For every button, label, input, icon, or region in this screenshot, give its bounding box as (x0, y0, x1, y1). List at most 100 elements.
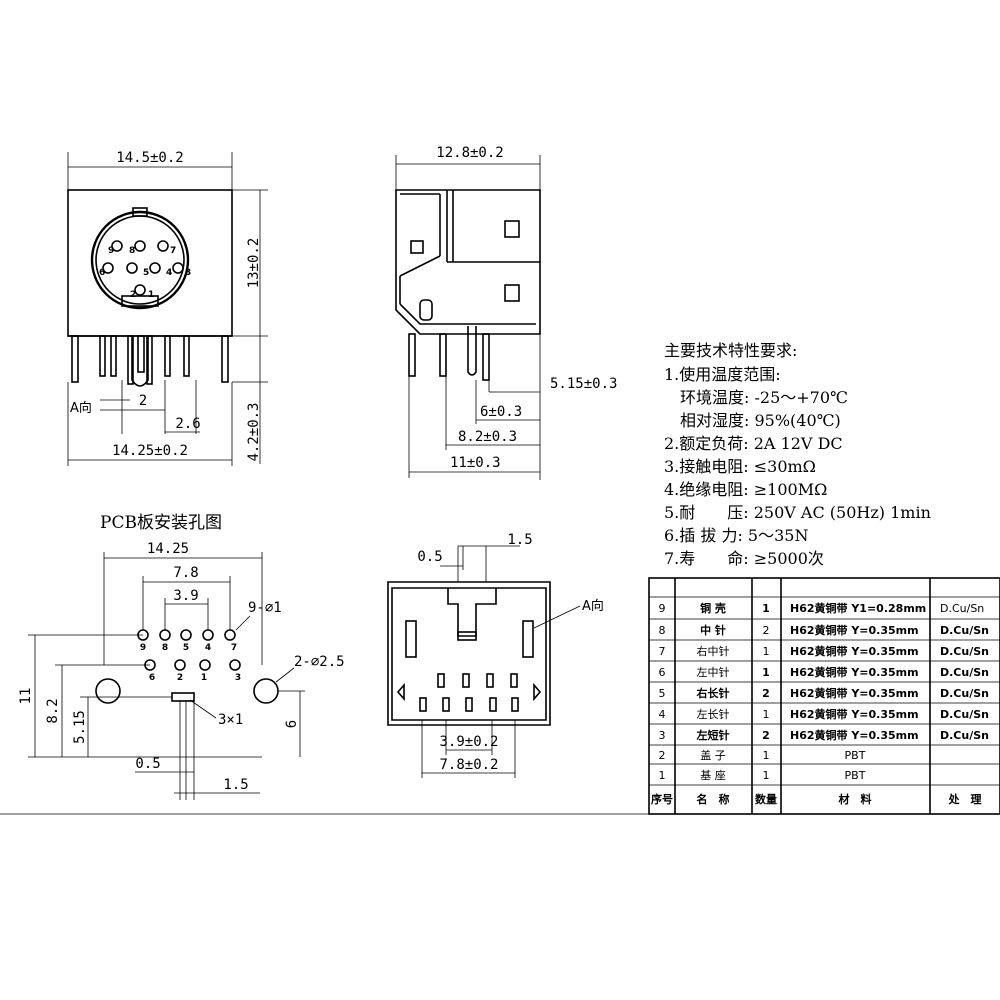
pcb-height-6: 6 (284, 720, 300, 728)
row-qty: 2 (763, 624, 770, 637)
table-row: 5 右长针 2 H62黄铜带 Y=0.35mm D.Cu/Sn (659, 686, 989, 700)
row-material: H62黄铜带 Y=0.35mm (790, 623, 919, 637)
front-direction-label: A向 (70, 400, 92, 416)
pcb-slot-label: 3×1 (218, 712, 243, 728)
spec-block: 主要技术特性要求: 1.使用温度范围: 环境温度: -25～+70℃ 相对湿度:… (664, 341, 931, 568)
pcb-width-dim: 14.25 (147, 541, 189, 557)
row-qty: 2 (762, 729, 770, 742)
table-row: 4 左长针 1 H62黄铜带 Y=0.35mm D.Cu/Sn (659, 707, 989, 721)
header-name: 名 称 (697, 792, 730, 806)
table-row: 7 右中针 1 H62黄铜带 Y=0.35mm D.Cu/Sn (659, 644, 989, 658)
table-row: 9 铜 壳 1 H62黄铜带 Y1=0.28mm D.Cu/Sn (659, 601, 985, 615)
spec-heading: 主要技术特性要求: (664, 341, 797, 360)
side-dim-515: 5.15±0.3 (550, 376, 617, 392)
row-finish: D.Cu/Sn (940, 602, 984, 615)
header-finish: 处 理 (948, 792, 982, 806)
side-depth-dim: 12.8±0.2 (436, 145, 503, 161)
pcb-hole-label-9: 9 (140, 643, 146, 653)
pcb-span-78: 7.8 (173, 565, 198, 581)
table-row: 1 基 座 1 PBT (659, 768, 866, 782)
spec-line-7: 5.耐 压: 250V AC (50Hz) 1min (664, 503, 931, 522)
bottom-dim-05: 0.5 (417, 549, 442, 565)
pin-num-3: 3 (185, 268, 191, 278)
pin-num-2: 2 (130, 290, 136, 300)
front-height-dim: 13±0.2 (246, 238, 262, 289)
pcb-holes (95, 629, 279, 704)
pcb-hole-label-1: 1 (201, 673, 207, 683)
row-finish: D.Cu/Sn (940, 687, 989, 700)
pcb-dim-15: 1.5 (223, 777, 248, 793)
pin-num-7: 7 (170, 246, 176, 256)
bottom-dim-15: 1.5 (507, 532, 532, 548)
row-name: 左短针 (696, 728, 730, 742)
header-qty: 数量 (755, 792, 777, 806)
row-qty: 1 (763, 769, 770, 782)
table-header: 序号 名 称 数量 材 料 处 理 (651, 792, 982, 806)
row-material: H62黄铜带 Y=0.35mm (790, 728, 919, 742)
front-width-top-dim: 14.5±0.2 (116, 150, 183, 166)
pcb-height-11: 11 (18, 688, 34, 705)
row-qty: 2 (762, 687, 770, 700)
side-dim-11: 11±0.3 (450, 455, 501, 471)
row-no: 1 (659, 769, 666, 782)
pcb-hole-small-label: 9-⌀1 (248, 600, 282, 616)
pcb-height-515: 5.15 (72, 710, 88, 744)
row-name: 右中针 (697, 644, 730, 658)
row-no: 8 (659, 624, 666, 637)
row-material: H62黄铜带 Y=0.35mm (790, 707, 919, 721)
row-no: 7 (659, 645, 666, 658)
row-material: PBT (845, 769, 866, 782)
front-pins (102, 240, 184, 307)
pcb-hole-label-2: 2 (177, 673, 183, 683)
row-material: H62黄铜带 Y=0.35mm (790, 644, 919, 658)
side-view: 12.8±0.2 5.15±0.3 6±0.3 8.2±0.3 11±0.3 (395, 145, 617, 480)
bottom-view: 0.5 1.5 A向 3.9±0.2 7. (387, 532, 604, 778)
table-row: 3 左短针 2 H62黄铜带 Y=0.35mm D.Cu/Sn (659, 728, 989, 742)
spec-line-8: 6.插 拔 力: 5～35N (664, 526, 808, 545)
front-pin-spacing-a: 2 (139, 393, 147, 409)
row-name: 左长针 (697, 707, 730, 721)
front-leg-length-dim: 4.2±0.3 (246, 402, 262, 461)
row-name: 基 座 (700, 768, 726, 782)
row-name: 左中针 (697, 665, 730, 679)
pcb-layout: PCB板安装孔图 14.25 7.8 3.9 9-⌀1 9 8 5 4 7 6 … (18, 513, 345, 800)
spec-line-5: 3.接触电阻: ≤30mΩ (664, 457, 816, 476)
bottom-direction-label: A向 (582, 598, 604, 614)
row-name: 中 针 (700, 623, 726, 637)
parts-table: 9 铜 壳 1 H62黄铜带 Y1=0.28mm D.Cu/Sn 8 中 针 2… (0, 577, 1000, 815)
pcb-hole-label-3: 3 (235, 673, 241, 683)
pin-num-9: 9 (108, 246, 114, 256)
row-qty: 1 (763, 645, 770, 658)
header-material: 材 料 (839, 792, 872, 806)
pcb-hole-label-4: 4 (205, 643, 211, 653)
header-no: 序号 (651, 792, 673, 806)
row-name: 盖 子 (700, 748, 726, 762)
pcb-span-39: 3.9 (173, 588, 198, 604)
row-finish: D.Cu/Sn (940, 666, 989, 679)
row-no: 4 (659, 708, 666, 721)
bottom-pins (419, 673, 519, 712)
row-no: 5 (659, 687, 666, 700)
pcb-hole-label-8: 8 (162, 643, 168, 653)
front-legs (71, 335, 229, 387)
spec-line-9: 7.寿 命: ≥5000次 (664, 549, 824, 568)
pcb-hole-label-5: 5 (183, 643, 189, 653)
spec-line-6: 4.绝缘电阻: ≥100MΩ (664, 480, 827, 499)
row-qty: 1 (763, 708, 770, 721)
front-pin-spacing-b: 2.6 (175, 416, 200, 432)
row-no: 9 (659, 602, 666, 615)
pcb-dim-05: 0.5 (135, 756, 160, 772)
spec-line-1: 1.使用温度范围: (664, 365, 781, 384)
spec-line-4: 2.额定负荷: 2A 12V DC (664, 434, 843, 453)
row-finish: D.Cu/Sn (940, 645, 989, 658)
bottom-dim-78: 7.8±0.2 (439, 757, 498, 773)
row-finish: D.Cu/Sn (940, 708, 989, 721)
side-dim-82: 8.2±0.3 (458, 429, 517, 445)
front-view: 14.5±0.2 9 8 7 6 5 4 3 2 1 (67, 150, 268, 466)
table-row: 8 中 针 2 H62黄铜带 Y=0.35mm D.Cu/Sn (659, 623, 989, 637)
pin-num-8: 8 (129, 246, 135, 256)
row-material: H62黄铜带 Y=0.35mm (790, 686, 919, 700)
row-name: 铜 壳 (699, 601, 726, 615)
table-row: 2 盖 子 1 PBT (659, 748, 866, 762)
